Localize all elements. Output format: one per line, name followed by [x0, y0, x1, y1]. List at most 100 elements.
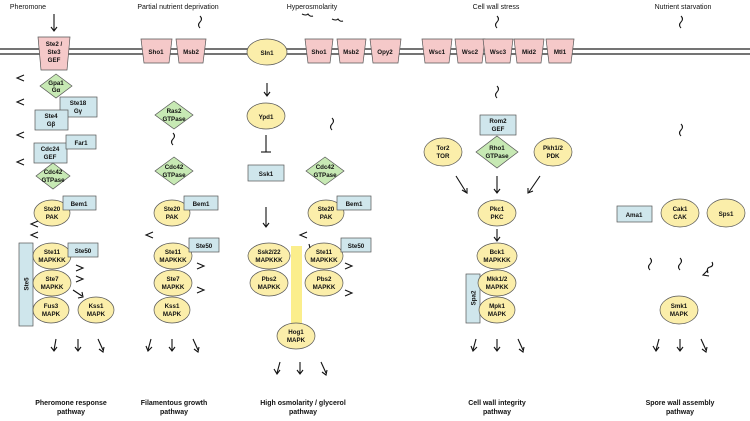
condition-pheromone: Pheromone — [10, 4, 46, 11]
pathway-pheromone-line1: Pheromone response — [35, 400, 107, 407]
node-label: MAPKKK — [38, 257, 66, 264]
node-label: Gpa1 — [48, 80, 64, 87]
node-label: Cdc42 — [44, 169, 63, 176]
node-label: GTPase — [41, 177, 65, 184]
pathway-pheromone-line2: pathway — [57, 409, 85, 416]
node-label: MAPK — [163, 311, 182, 318]
node-label: MAPKKK — [159, 257, 187, 264]
node-label: PDK — [546, 153, 560, 160]
node-label: Smk1 — [671, 303, 688, 310]
node-label: Ste20 — [164, 206, 181, 213]
ste18-node — [59, 96, 98, 118]
receptor-mid2: Mid2 — [513, 38, 545, 64]
node-label: Bem1 — [193, 201, 210, 208]
ste50-node-hog — [340, 237, 372, 253]
node-label: MAPKK — [162, 284, 185, 291]
node-label: MAPK — [87, 311, 106, 318]
node-label: CAK — [673, 214, 687, 221]
rom2-node — [479, 114, 517, 136]
node-label: Mpk1 — [489, 303, 505, 310]
fus3-node — [32, 296, 70, 324]
ypd1-node — [246, 102, 286, 130]
node-label: MAPKK — [258, 284, 281, 291]
spore-pathway: Ama1 Cak1 CAK Sps1 Smk1 MAPK — [616, 123, 746, 353]
node-label: Fus3 — [44, 303, 59, 310]
node-label: Sho1 — [311, 49, 327, 56]
node-label: MAPK — [488, 311, 507, 318]
node-label: Gα — [52, 87, 61, 94]
node-label: Mtl1 — [554, 49, 567, 56]
node-label: Sho1 — [148, 49, 164, 56]
node-label: Ste18 — [70, 100, 87, 107]
receptor-msb2-a: Msb2 — [175, 38, 207, 64]
hog-scaffold — [291, 246, 302, 343]
node-label: Rho1 — [489, 145, 505, 152]
ste2-label: Ste2 / — [46, 41, 63, 48]
node-label: Wsc2 — [462, 49, 479, 56]
node-label: Kss1 — [165, 303, 180, 310]
pathway-filamentous-line2: pathway — [160, 409, 188, 416]
node-label: Msb2 — [343, 49, 359, 56]
node-label: Wsc3 — [490, 49, 507, 56]
receptor-opy2: Opy2 — [369, 38, 402, 64]
node-label: MAPKKK — [255, 257, 283, 264]
ste20-node-hog — [307, 199, 345, 227]
receptor-wsc2: Wsc2 — [454, 38, 486, 64]
node-label: Cdc42 — [316, 164, 335, 171]
node-label: Tor2 — [437, 145, 451, 152]
ssk2-node — [247, 242, 291, 270]
cdc42-node-hog — [305, 156, 345, 186]
pkc1-node — [477, 199, 517, 227]
spa2-scaffold — [465, 273, 481, 324]
node-label: Ssk2/22 — [257, 249, 281, 256]
mpk1-node — [478, 296, 516, 324]
node-label: Sln1 — [260, 50, 274, 57]
node-label: Bck1 — [490, 249, 505, 256]
pathway-cwi-line1: Cell wall integrity — [468, 400, 526, 407]
ste11-node-pheromone — [32, 242, 72, 270]
pheromone-pathway: Gpa1 Gα Ste18 Gγ Ste4 Gβ Cdc24 GEF Far1 … — [15, 73, 115, 353]
node-label: Ste11 — [316, 249, 333, 256]
ste50-node-pheromone — [67, 242, 99, 258]
node-label: Ssk1 — [259, 171, 274, 178]
ste20-node-filamentous — [153, 199, 191, 227]
node-label: Far1 — [74, 140, 88, 147]
node-label: Ste4 — [44, 113, 58, 120]
node-label: Gγ — [74, 108, 83, 115]
ste20-node-pheromone — [33, 199, 71, 227]
node-label: Rom2 — [489, 118, 507, 125]
node-label: GTPase — [162, 172, 186, 179]
node-label: Msb2 — [183, 49, 199, 56]
node-label: MAPK — [42, 311, 61, 318]
tor2-node — [423, 137, 463, 167]
node-label: GEF — [492, 126, 505, 133]
node-label: Ste50 — [75, 248, 92, 255]
node-label: Spa2 — [471, 290, 478, 305]
condition-cell-wall-stress: Cell wall stress — [473, 4, 520, 11]
pathway-hog-line1: High osmolarity / glycerol — [260, 400, 346, 407]
node-label: Mkk1/2 — [487, 276, 508, 283]
node-label: Pbs2 — [317, 276, 332, 283]
receptor-sho1-a: Sho1 — [140, 38, 173, 64]
input-signals — [50, 13, 684, 32]
pathway-cwi-line2: pathway — [483, 409, 511, 416]
ama1-node — [616, 205, 653, 223]
node-label: TOR — [437, 153, 450, 160]
node-label: Wsc1 — [429, 49, 446, 56]
rho1-node — [475, 135, 519, 169]
ste4-node — [34, 109, 69, 131]
filamentous-pathway: Ras2 GTPase Cdc42 GTPase Ste20 PAK Bem1 … — [144, 100, 220, 353]
mkk-node — [477, 269, 517, 297]
ste11-node-filamentous — [153, 242, 193, 270]
node-label: PKC — [490, 214, 504, 221]
ras2-node — [154, 100, 194, 130]
ste7-node-pheromone — [32, 269, 72, 297]
pathway-spore-line1: Spore wall assembly — [646, 400, 715, 407]
receptor-mtl1: Mtl1 — [545, 38, 575, 64]
cdc42-node-pheromone — [35, 162, 71, 190]
hog-pathway: Ypd1 Ssk1 Cdc42 GTPase Ste20 PAK Bem1 Ss… — [246, 83, 372, 376]
node-label: Ste5 — [24, 277, 31, 291]
bem1-node-hog — [336, 195, 372, 211]
node-label: Ste11 — [44, 249, 61, 256]
node-label: Ste7 — [166, 276, 180, 283]
